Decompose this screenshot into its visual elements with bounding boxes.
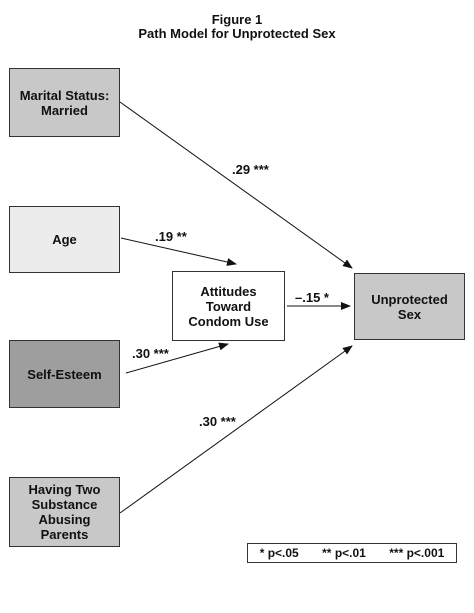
legend-p01: ** p<.01 bbox=[322, 546, 366, 560]
arrow-selfesteem-to-attitudes bbox=[125, 342, 229, 374]
coef-marital-outcome: .29 *** bbox=[232, 162, 269, 177]
legend-p05: * p<.05 bbox=[259, 546, 299, 560]
node-age: Age bbox=[9, 206, 120, 273]
coef-parents-outcome: .30 *** bbox=[199, 414, 236, 429]
arrow-marital-to-outcome bbox=[119, 101, 353, 269]
node-attitudes-toward-condom-use: Attitudes Toward Condom Use bbox=[172, 271, 285, 341]
legend-p001: *** p<.001 bbox=[389, 546, 445, 560]
figure-title: Path Model for Unprotected Sex bbox=[138, 26, 336, 41]
arrow-parents-to-outcome bbox=[119, 345, 353, 514]
significance-legend: * p<.05 ** p<.01 *** p<.001 bbox=[247, 543, 457, 563]
coef-age-attitudes: .19 ** bbox=[155, 229, 187, 244]
coef-attitudes-outcome: –.15 * bbox=[295, 290, 329, 305]
node-substance-abusing-parents: Having Two Substance Abusing Parents bbox=[9, 477, 120, 547]
arrow-age-to-attitudes bbox=[120, 237, 237, 266]
node-unprotected-sex: Unprotected Sex bbox=[354, 273, 465, 340]
node-marital-status: Marital Status: Married bbox=[9, 68, 120, 137]
node-self-esteem: Self-Esteem bbox=[9, 340, 120, 408]
figure-number: Figure 1 bbox=[211, 12, 263, 27]
coef-selfesteem-attitudes: .30 *** bbox=[132, 346, 169, 361]
